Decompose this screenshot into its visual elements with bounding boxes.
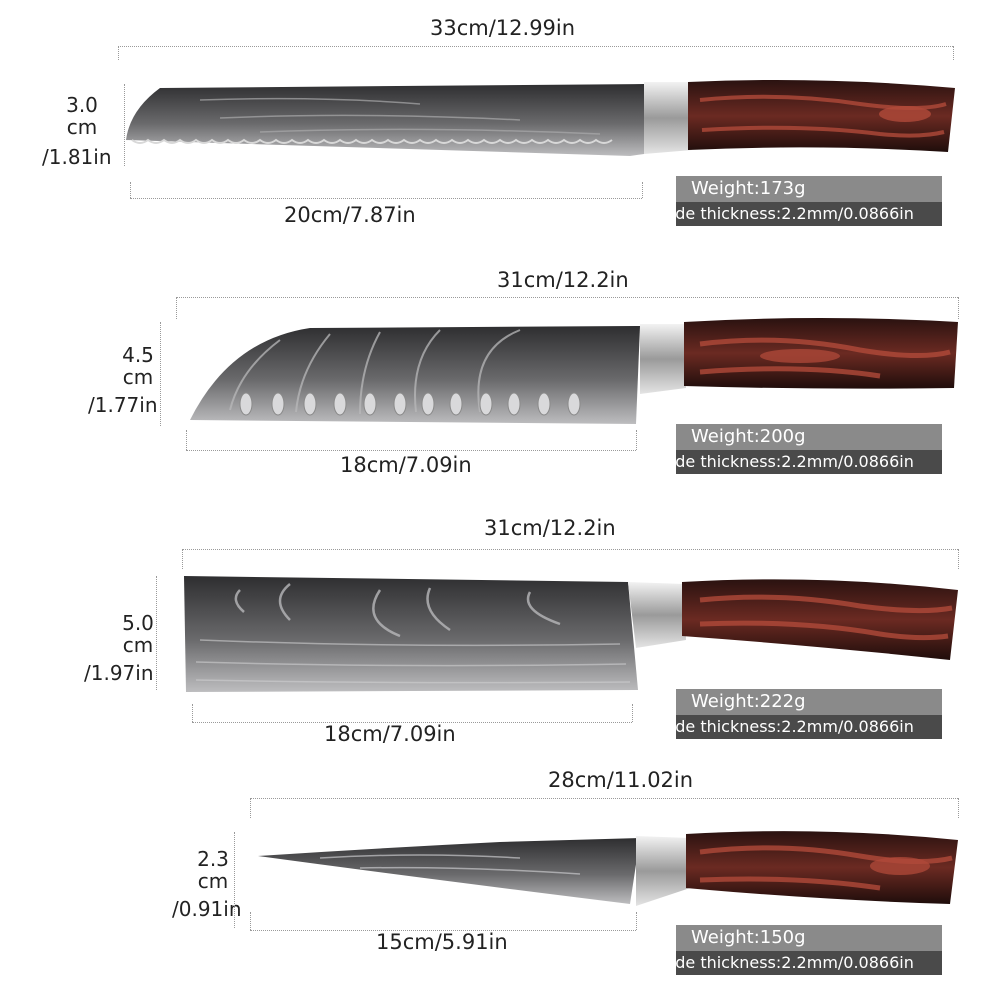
- thickness-band: Blade thickness:2.2mm/0.0866in: [650, 450, 942, 474]
- blade-length-tick-right: [636, 430, 637, 450]
- weight-label: Weight:173g: [676, 176, 942, 202]
- blade-length-tick-left: [192, 704, 193, 722]
- bread-knife-image: [126, 80, 955, 156]
- blade-length-tick-right: [632, 704, 633, 722]
- blade-height-in: /1.77in: [88, 393, 158, 417]
- spec-box: Weight:150g Blade thickness:2.2mm/0.0866…: [650, 925, 942, 975]
- spec-box: Weight:222g Blade thickness:2.2mm/0.0866…: [650, 689, 942, 739]
- blade-height-unit: cm: [197, 869, 229, 894]
- total-length-tick-left: [118, 46, 119, 60]
- blade-height-in: /1.81in: [42, 145, 112, 169]
- total-length-tick-right: [958, 297, 959, 319]
- blade-length-tick-left: [130, 182, 131, 198]
- blade-height-line: [160, 322, 161, 426]
- blade-height-in: /0.91in: [172, 897, 242, 921]
- blade-length-line: [250, 930, 636, 931]
- total-length-tick-right: [953, 46, 954, 60]
- blade-length-line: [192, 722, 632, 723]
- blade-height-label: 3.0 cm: [42, 94, 122, 139]
- weight-label: Weight:200g: [676, 424, 942, 450]
- blade-length-tick-left: [186, 430, 187, 450]
- blade-height-cm: 3.0: [66, 93, 98, 117]
- total-length-label: 31cm/12.2in: [484, 516, 616, 540]
- total-length-line: [182, 549, 958, 550]
- blade-height-cm: 2.3: [197, 847, 229, 871]
- blade-height-label: 2.3 cm: [176, 848, 250, 893]
- spec-box: Weight:173g Blade thickness:2.2mm/0.0866…: [650, 176, 942, 226]
- blade-length-tick-right: [636, 912, 637, 930]
- total-length-tick-left: [176, 297, 177, 319]
- thickness-band: Blade thickness:2.2mm/0.0866in: [650, 951, 942, 975]
- weight-label: Weight:150g: [676, 925, 942, 951]
- blade-height-line: [156, 576, 157, 690]
- total-length-tick-right: [958, 549, 959, 569]
- blade-height-line: [124, 84, 125, 166]
- blade-height-cm: 5.0: [122, 611, 154, 635]
- total-length-label: 31cm/12.2in: [497, 268, 629, 292]
- total-length-tick-left: [250, 798, 251, 818]
- blade-height-label: 5.0 cm: [98, 612, 178, 657]
- blade-height-cm: 4.5: [122, 343, 154, 367]
- santoku-knife-image: [190, 318, 958, 424]
- blade-length-label: 18cm/7.09in: [324, 722, 456, 746]
- knife-row-nakiri: 31cm/12.2in 5.0 cm /1.97in 18cm/7.09in W…: [84, 516, 959, 746]
- blade-height-unit: cm: [122, 633, 154, 658]
- thickness-band: Blade thickness:2.2mm/0.0866in: [650, 715, 942, 739]
- total-length-line: [250, 798, 958, 799]
- total-length-tick-right: [958, 798, 959, 818]
- thickness-label: Blade thickness:2.2mm/0.0866in: [650, 204, 914, 223]
- knife-row-santoku: 31cm/12.2in 4.5 cm /1.77in 1: [0, 0, 1000, 490]
- blade-length-tick-right: [642, 182, 643, 198]
- blade-length-label: 20cm/7.87in: [284, 203, 416, 227]
- weight-label: Weight:222g: [676, 689, 942, 715]
- blade-length-tick-left: [250, 912, 251, 930]
- blade-height-unit: cm: [66, 115, 98, 140]
- spec-box: Weight:200g Blade thickness:2.2mm/0.0866…: [650, 424, 942, 474]
- total-length-label: 33cm/12.99in: [430, 16, 576, 40]
- blade-length-line: [186, 450, 636, 451]
- blade-length-line: [130, 198, 642, 199]
- thickness-label: Blade thickness:2.2mm/0.0866in: [650, 717, 914, 736]
- total-length-label: 28cm/11.02in: [548, 768, 694, 792]
- total-length-tick-left: [182, 549, 183, 569]
- thickness-label: Blade thickness:2.2mm/0.0866in: [650, 953, 914, 972]
- blade-height-in: /1.97in: [84, 661, 154, 685]
- blade-height-unit: cm: [122, 365, 154, 390]
- blade-length-label: 18cm/7.09in: [340, 453, 472, 477]
- knife-row-bread: 33cm/12.99in 3.0 cm /1.81in 20cm/7.87in …: [0, 0, 1000, 240]
- total-length-line: [118, 46, 953, 47]
- blade-length-label: 15cm/5.91in: [376, 930, 508, 954]
- thickness-band: Blade thickness:2.2mm/0.0866in: [650, 202, 942, 226]
- nakiri-knife-image: [184, 576, 958, 692]
- total-length-line: [176, 297, 958, 298]
- blade-height-line: [234, 832, 235, 928]
- thickness-label: Blade thickness:2.2mm/0.0866in: [650, 452, 914, 471]
- blade-height-label: 4.5 cm: [98, 344, 178, 389]
